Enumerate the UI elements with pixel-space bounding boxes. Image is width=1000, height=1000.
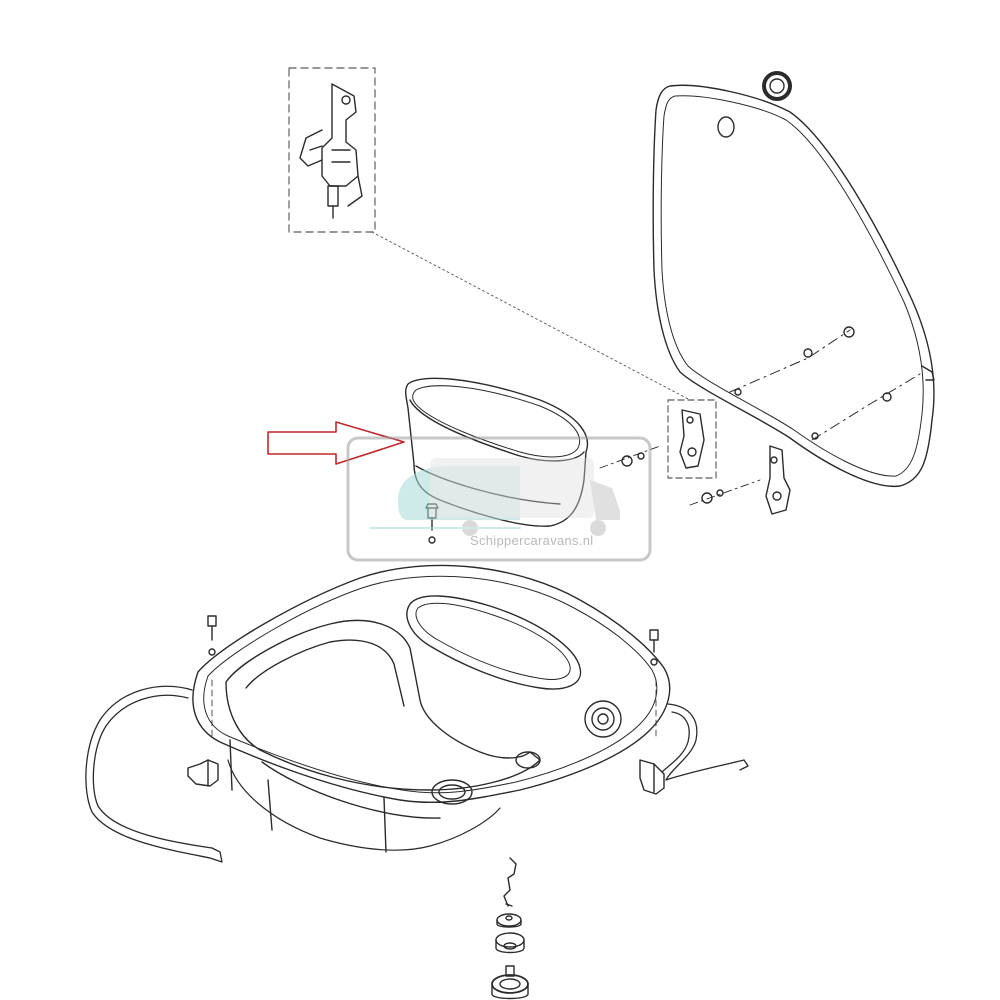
mounting-screws [207, 503, 659, 741]
main-sink-basin [192, 564, 671, 853]
hinge-bracket-detail [288, 67, 376, 233]
detail-leader-line [371, 231, 691, 401]
sealing-cord [85, 685, 749, 863]
highlight-arrow [267, 421, 405, 465]
drain-strainer-set [491, 857, 529, 1000]
mounting-clips [187, 759, 665, 795]
lid-grommet [762, 71, 792, 101]
glass-lid [652, 84, 935, 488]
lid-hinge-assembly [599, 399, 791, 515]
watermark-logo [346, 436, 652, 562]
